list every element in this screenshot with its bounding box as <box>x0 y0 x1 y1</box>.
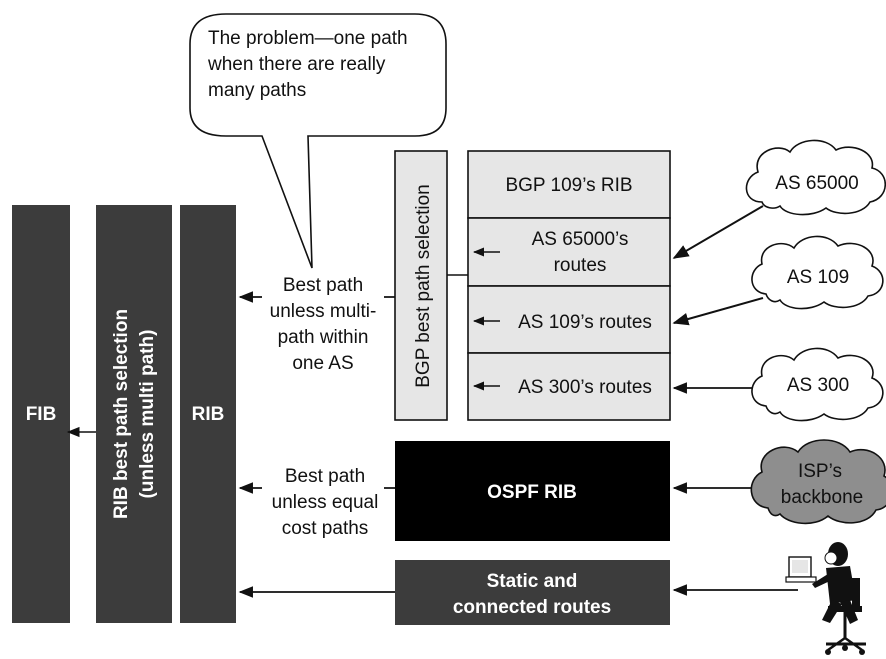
bgp-selection-label: BGP best path selection <box>413 184 434 388</box>
ospf-rib-box <box>395 441 670 541</box>
as300-routes-label: AS 300’s routes <box>518 377 652 398</box>
as65000-routes-line-1: AS 65000’s <box>532 229 629 250</box>
bgp-selection-box <box>394 150 448 421</box>
bgp-arrow-label-1: Best path <box>283 275 363 296</box>
operator-icon <box>785 542 866 655</box>
cloud-isp-backbone: ISP’s backbone <box>750 439 886 525</box>
fib-label: FIB <box>26 404 57 425</box>
cloud-isp-label-1: ISP’s <box>798 461 842 482</box>
bgp-arrow-label-3: path within <box>278 327 369 348</box>
cloud-as109: AS 109 <box>751 235 884 310</box>
ospf-arrow-label-1: Best path <box>285 466 365 487</box>
rib-selection-label-1: RIB best path selection <box>111 309 132 519</box>
fib-column <box>12 205 70 623</box>
cloud-as65000-label: AS 65000 <box>775 173 858 194</box>
static-routes-box <box>395 560 670 625</box>
as109-routes-label: AS 109’s routes <box>518 312 652 333</box>
as109-arrow <box>672 297 764 326</box>
bgp-arrow-label-4: one AS <box>292 353 353 374</box>
bgp-arrow-label-2: unless multi- <box>270 301 377 322</box>
bgp-rib-stack: BGP 109’s RIB AS 65000’s routes AS 109’s… <box>467 150 671 421</box>
bubble-line-1: The problem—one path <box>208 28 408 49</box>
rib-selection-label-2: (unless multi path) <box>137 330 158 499</box>
bgp-arrow-label-bg <box>262 270 384 376</box>
cloud-isp-label-2: backbone <box>781 487 863 508</box>
ospf-arrow-label-3: cost paths <box>282 518 369 539</box>
bgp-route-box-as65000 <box>467 217 671 287</box>
ospf-arrow-label-bg <box>262 462 384 540</box>
bgp-rib-title: BGP 109’s RIB <box>505 175 632 196</box>
rib-column <box>180 205 236 623</box>
bgp-route-box-as300 <box>467 352 671 421</box>
cloud-as300: AS 300 <box>751 347 884 422</box>
bgp-route-box-as109 <box>467 285 671 354</box>
bgp-rib-title-box <box>467 150 671 219</box>
bubble-line-2: when there are really <box>207 54 386 75</box>
static-label-2: connected routes <box>453 597 611 618</box>
as65000-arrow <box>672 205 764 259</box>
ospf-arrow-label-2: unless equal <box>272 492 379 513</box>
rib-label: RIB <box>192 404 225 425</box>
cloud-as300-label: AS 300 <box>787 375 849 396</box>
speech-bubble: The problem—one path when there are real… <box>189 13 447 269</box>
static-label-1: Static and <box>487 571 578 592</box>
bubble-line-3: many paths <box>208 80 306 101</box>
cloud-as109-label: AS 109 <box>787 267 849 288</box>
ospf-rib-label: OSPF RIB <box>487 482 577 503</box>
rib-selection-column <box>96 205 172 623</box>
as65000-routes-line-2: routes <box>554 255 607 276</box>
cloud-as65000: AS 65000 <box>745 139 886 216</box>
